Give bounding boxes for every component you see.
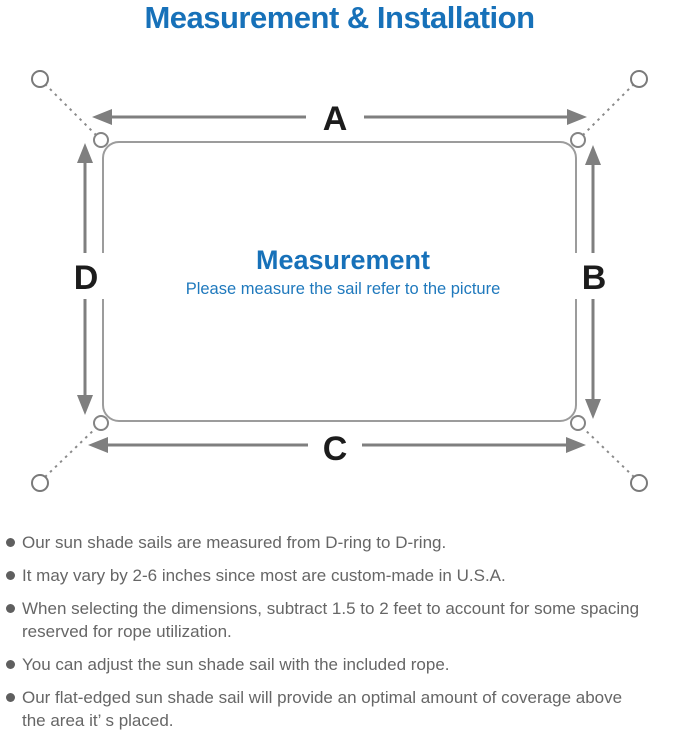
list-item: Our sun shade sails are measured from D-… xyxy=(6,531,673,554)
tether-dashed-lines xyxy=(44,83,635,478)
anchor-point-icon xyxy=(31,70,49,88)
diagram-center-title: Measurement xyxy=(256,245,430,275)
tether-dashed-line-top-right xyxy=(578,83,635,140)
list-item: You can adjust the sun shade sail with t… xyxy=(6,653,673,676)
label-gap xyxy=(573,253,613,299)
label-gap xyxy=(306,97,364,137)
list-item: Our flat-edged sun shade sail will provi… xyxy=(6,686,673,732)
tether-dashed-line-top-left xyxy=(44,83,101,140)
page-title: Measurement & Installation xyxy=(144,0,535,35)
anchor-points xyxy=(31,70,648,492)
measure-label-a: A xyxy=(323,100,348,138)
anchor-point-icon xyxy=(630,474,648,492)
measure-label-b: B xyxy=(582,259,607,297)
d-ring-icon xyxy=(93,415,109,431)
tether-dashed-line-bottom-right xyxy=(578,423,635,478)
bullet-dot-icon xyxy=(6,538,15,547)
list-item: It may vary by 2-6 inches since most are… xyxy=(6,564,673,587)
d-rings xyxy=(93,132,586,431)
anchor-point-icon xyxy=(31,474,49,492)
list-item: When selecting the dimensions, subtract … xyxy=(6,597,673,643)
bullet-dot-icon xyxy=(6,660,15,669)
measurement-diagram-svg: A C D B Measurement Please measure the s… xyxy=(31,70,648,492)
measurement-diagram: A C D B Measurement Please measure the s… xyxy=(0,55,679,500)
d-ring-icon xyxy=(570,415,586,431)
note-text: Our flat-edged sun shade sail will provi… xyxy=(22,688,623,730)
bullet-dot-icon xyxy=(6,571,15,580)
d-ring-icon xyxy=(93,132,109,148)
note-text: It may vary by 2-6 inches since most are… xyxy=(22,566,506,585)
anchor-point-icon xyxy=(630,70,648,88)
notes-list: Our sun shade sails are measured from D-… xyxy=(6,531,673,739)
note-text: When selecting the dimensions, subtract … xyxy=(22,599,640,641)
tether-dashed-line-bottom-left xyxy=(44,423,101,478)
label-gap xyxy=(308,427,362,467)
measure-label-c: C xyxy=(323,430,348,468)
d-ring-icon xyxy=(570,132,586,148)
diagram-center-subtitle: Please measure the sail refer to the pic… xyxy=(186,280,501,298)
label-gap xyxy=(66,253,106,299)
bullet-dot-icon xyxy=(6,604,15,613)
measure-label-d: D xyxy=(74,259,99,297)
note-text: You can adjust the sun shade sail with t… xyxy=(22,655,450,674)
bullet-dot-icon xyxy=(6,693,15,702)
note-text: Our sun shade sails are measured from D-… xyxy=(22,533,447,552)
